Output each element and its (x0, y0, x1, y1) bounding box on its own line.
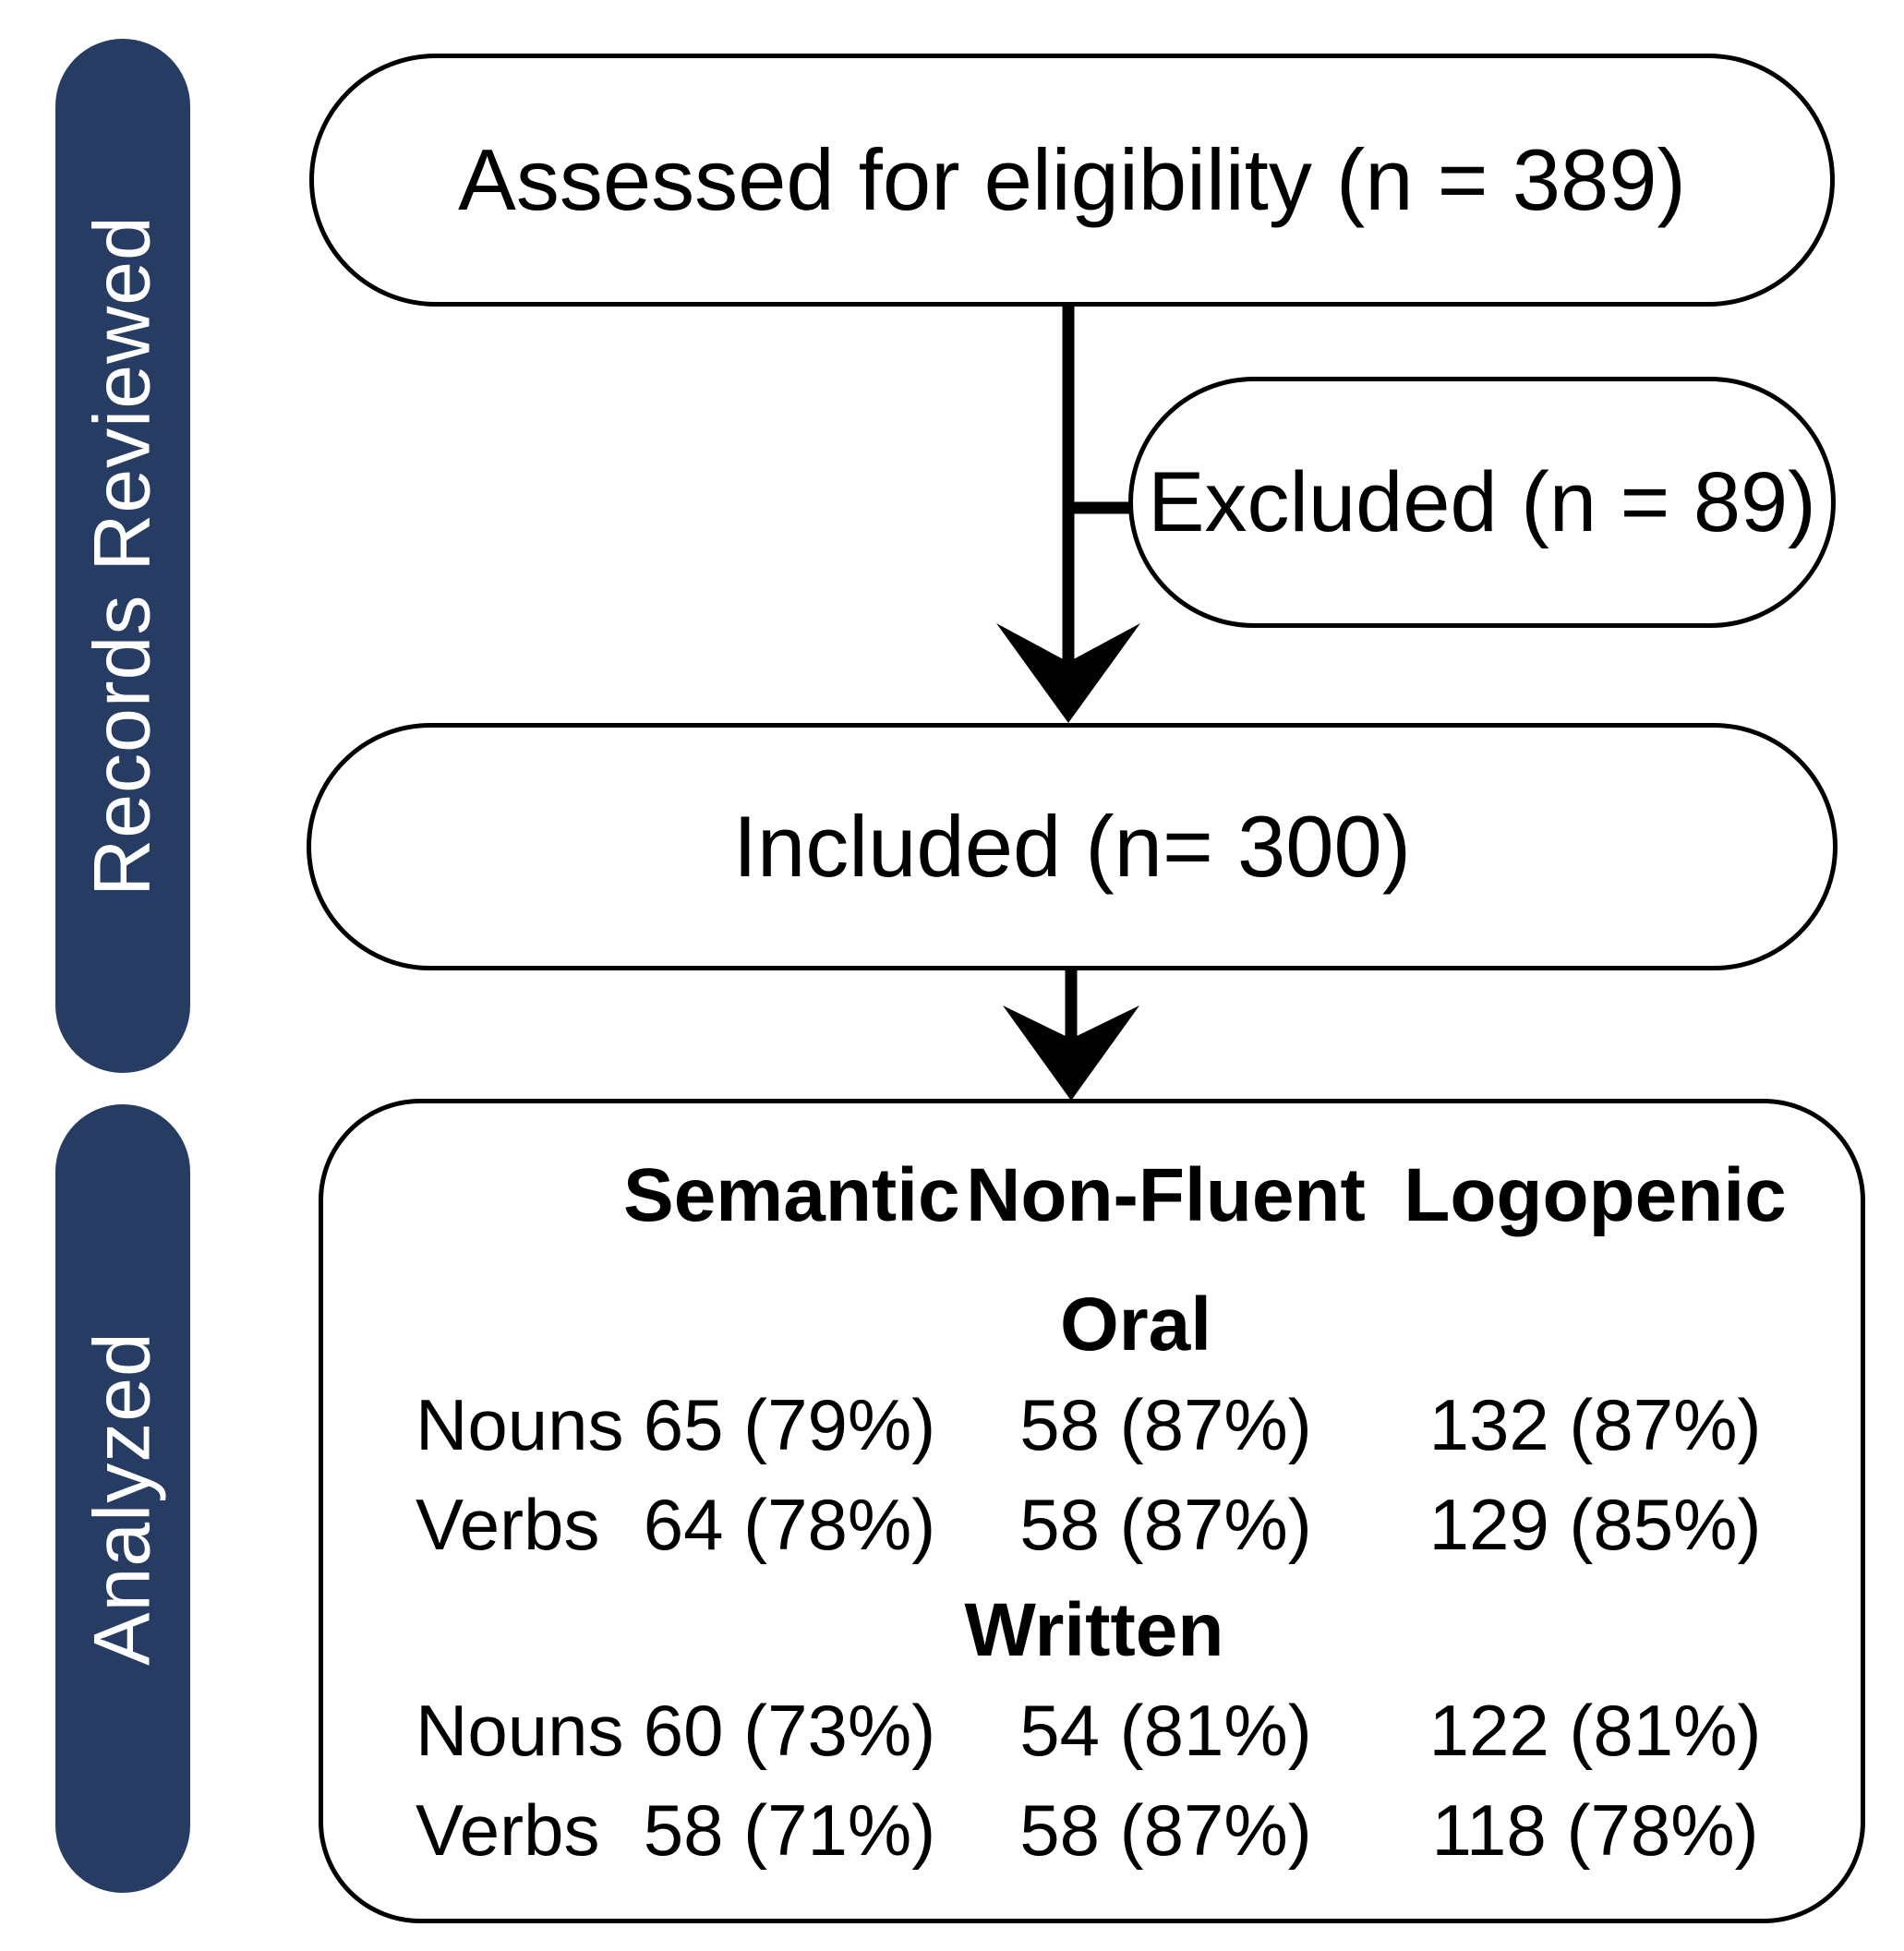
value-oral-nouns-semantic: 65 (79%) (643, 1384, 936, 1466)
included-box: Included (n= 300) (307, 723, 1838, 970)
value-written-verbs-semantic: 58 (71%) (643, 1789, 936, 1872)
excluded-box: Excluded (n = 89) (1128, 377, 1836, 628)
records-reviewed-label: Records Reviewed (78, 215, 167, 897)
value-oral-nouns-non-fluent: 58 (87%) (1019, 1384, 1312, 1466)
value-written-nouns-non-fluent: 54 (81%) (1019, 1690, 1312, 1772)
value-oral-nouns-logopenic: 132 (87%) (1428, 1384, 1762, 1466)
row-label-oral-nouns: Nouns (416, 1384, 624, 1466)
value-written-nouns-logopenic: 122 (81%) (1428, 1690, 1762, 1772)
value-oral-verbs-logopenic: 129 (85%) (1428, 1484, 1762, 1566)
analyzed-results-box: Semantic Non-Fluent Logopenic Oral Nouns… (319, 1099, 1865, 1923)
row-label-written-verbs: Verbs (416, 1789, 600, 1872)
excluded-text: Excluded (n = 89) (1148, 454, 1816, 549)
arrow-assessed-to-included (996, 307, 1140, 723)
arrow-included-to-analyzed (1003, 970, 1139, 1101)
section-header-written: Written (964, 1587, 1224, 1672)
stage-rail-analyzed: Analyzed (55, 1104, 190, 1893)
value-written-verbs-non-fluent: 58 (87%) (1019, 1789, 1312, 1872)
value-written-verbs-logopenic: 118 (78%) (1431, 1789, 1759, 1872)
row-label-oral-verbs: Verbs (416, 1484, 600, 1566)
value-written-nouns-semantic: 60 (73%) (643, 1690, 936, 1772)
column-header-logopenic: Logopenic (1404, 1152, 1787, 1237)
row-label-written-nouns: Nouns (416, 1690, 624, 1772)
included-text: Included (n= 300) (732, 798, 1412, 895)
value-oral-verbs-non-fluent: 58 (87%) (1019, 1484, 1312, 1566)
assessed-for-eligibility-box: Assessed for eligibility (n = 389) (309, 54, 1835, 307)
analyzed-table: Semantic Non-Fluent Logopenic Oral Nouns… (369, 1131, 1805, 1881)
arrowhead-down-icon (1003, 1006, 1139, 1101)
section-header-oral: Oral (1059, 1282, 1212, 1367)
value-oral-verbs-semantic: 64 (78%) (643, 1484, 936, 1566)
analyzed-label: Analyzed (78, 1331, 167, 1666)
column-header-non-fluent: Non-Fluent (966, 1152, 1366, 1237)
assessed-for-eligibility-text: Assessed for eligibility (n = 389) (458, 131, 1686, 228)
stage-rail-records-reviewed: Records Reviewed (55, 39, 190, 1073)
arrowhead-down-icon (996, 623, 1140, 723)
column-header-semantic: Semantic (623, 1152, 960, 1237)
